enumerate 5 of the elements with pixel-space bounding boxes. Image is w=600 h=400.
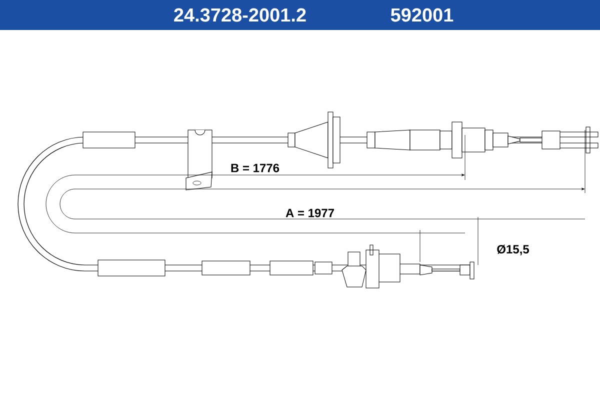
dimension-label: A = 1977 xyxy=(284,208,336,218)
dimension-label: B = 1776 xyxy=(229,162,281,174)
header-text: 592001 xyxy=(390,8,454,22)
header-text: 24.3728-2001.2 xyxy=(174,8,306,22)
dimension-label: Ø15,5 xyxy=(496,244,530,256)
